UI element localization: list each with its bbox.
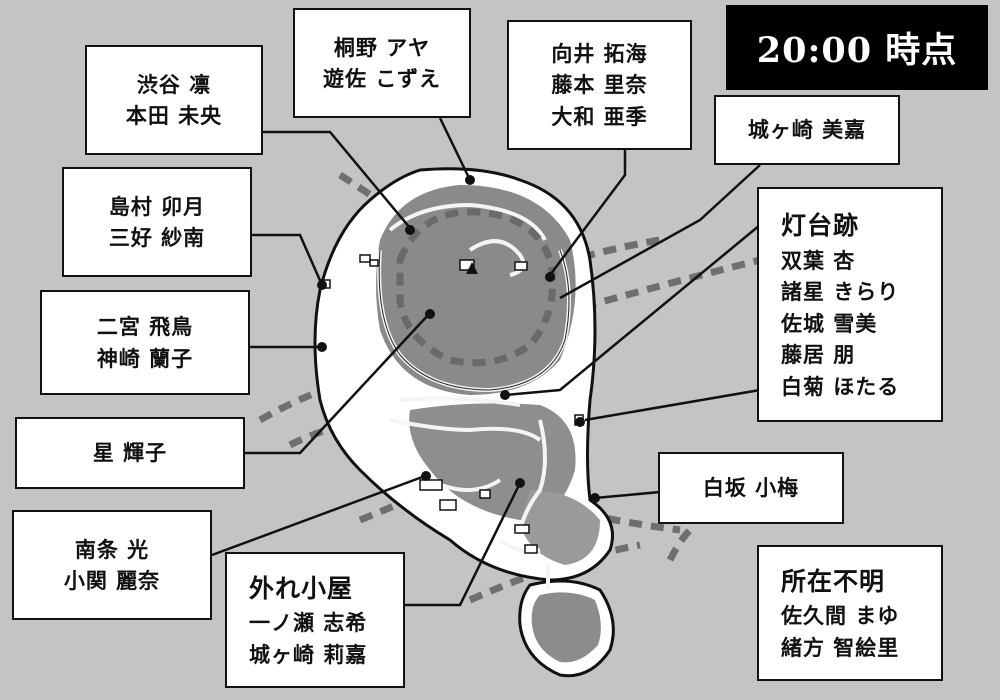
name: 藤居 朋 xyxy=(781,342,856,367)
unknown-title: 所在不明 xyxy=(781,566,886,596)
label-box-west-2: 二宮 飛鳥 神崎 蘭子 xyxy=(40,290,250,395)
leader-lines xyxy=(211,117,761,607)
name: 小関 麗奈 xyxy=(63,568,161,593)
label-box-north: 桐野 アヤ 遊佐 こずえ xyxy=(293,8,471,118)
name: 諸星 きらり xyxy=(781,279,900,304)
name: 二宮 飛鳥 xyxy=(96,314,194,339)
hut-box: 外れ小屋 一ノ瀬 志希 城ヶ崎 莉嘉 xyxy=(225,552,405,688)
label-box-se: 白坂 小梅 xyxy=(658,452,844,524)
label-box-nw: 渋谷 凛 本田 未央 xyxy=(85,45,263,155)
name: 緒方 智絵里 xyxy=(781,634,900,660)
name: 南条 光 xyxy=(74,536,150,562)
location-dots xyxy=(317,175,600,503)
lighthouse-title: 灯台跡 xyxy=(781,211,860,240)
roads-outline xyxy=(378,249,570,391)
terrain-fill xyxy=(376,185,576,395)
southern-islet-fill xyxy=(531,592,601,663)
name: 渋谷 凛 xyxy=(136,71,212,97)
label-box-west-3: 星 輝子 xyxy=(15,417,245,489)
name: 本田 未央 xyxy=(125,103,223,128)
name: 島村 卯月 xyxy=(108,193,206,219)
label-box-east-top: 城ヶ崎 美嘉 xyxy=(714,95,900,165)
name: 三好 紗南 xyxy=(108,225,206,250)
name: 一ノ瀬 志希 xyxy=(249,610,368,636)
name: 星 輝子 xyxy=(92,440,168,466)
name: 向井 拓海 xyxy=(551,40,648,66)
name: 城ヶ崎 莉嘉 xyxy=(249,641,368,667)
label-box-ne: 向井 拓海 藤本 里奈 大和 亜季 xyxy=(507,20,692,150)
name: 佐久間 まゆ xyxy=(781,603,900,629)
name: 神崎 蘭子 xyxy=(96,345,194,371)
label-box-west-1: 島村 卯月 三好 紗南 xyxy=(62,167,252,277)
name: 白菊 ほたる xyxy=(781,373,900,399)
name: 双葉 杏 xyxy=(781,247,856,273)
lighthouse-marker xyxy=(466,262,478,274)
hut-title: 外れ小屋 xyxy=(249,573,354,603)
time-label: 20:00 時点 xyxy=(726,5,988,90)
lighthouse-box: 灯台跡 双葉 杏 諸星 きらり 佐城 雪美 藤居 朋 白菊 ほたる xyxy=(757,187,943,422)
unknown-box: 所在不明 佐久間 まゆ 緒方 智絵里 xyxy=(757,545,943,681)
name: 佐城 雪美 xyxy=(781,310,878,336)
name: 大和 亜季 xyxy=(551,103,648,129)
name: 白坂 小梅 xyxy=(702,475,800,501)
name: 遊佐 こずえ xyxy=(323,66,441,91)
name: 藤本 里奈 xyxy=(551,72,648,98)
terrain-fill-se xyxy=(520,490,600,565)
name: 城ヶ崎 美嘉 xyxy=(747,117,867,143)
name: 桐野 アヤ xyxy=(333,34,431,60)
dashed-ring xyxy=(396,208,556,367)
label-box-sw: 南条 光 小関 麗奈 xyxy=(12,510,212,620)
